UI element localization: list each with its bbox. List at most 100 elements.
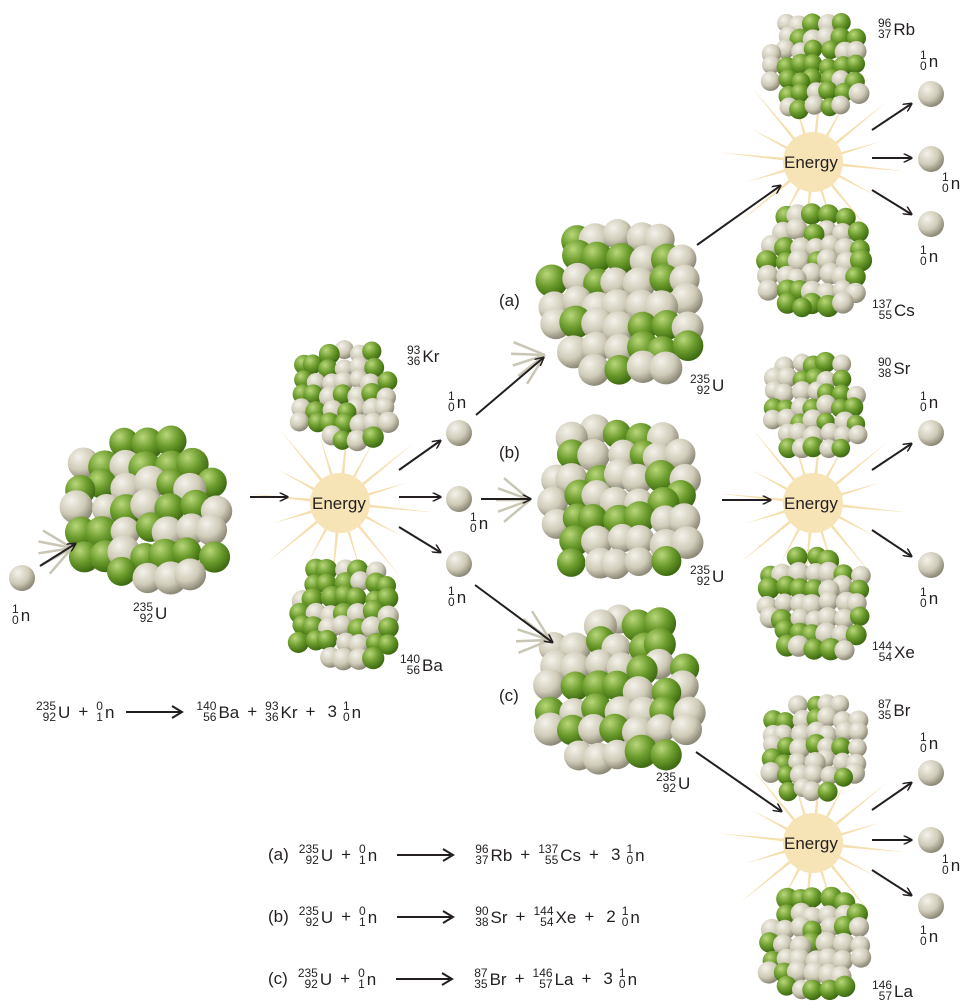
neutron-2 [446, 486, 472, 512]
nucleon [651, 546, 681, 576]
arrow-c-out-3 [872, 870, 911, 895]
nucleus-cs137 [756, 203, 872, 317]
nucleus-xe144 [756, 547, 870, 661]
nucleon [792, 298, 812, 318]
nucleon [850, 606, 869, 625]
impact-ray [504, 500, 530, 522]
nucleus-rb96 [761, 13, 870, 119]
arrow-b-out-1 [872, 444, 911, 470]
nuclide-label-u235-c: 23592U [656, 772, 690, 794]
nucleon [288, 632, 309, 653]
nucleon [834, 640, 854, 660]
neutron-out-1 [918, 81, 944, 107]
reaction-arrow [390, 972, 460, 986]
nuclide-label-br87: 8735Br [878, 699, 910, 721]
nucleon [849, 917, 869, 937]
nucleon [831, 439, 850, 458]
nucleon [761, 71, 781, 91]
nucleus-u235-initial [60, 426, 233, 595]
nucleon [851, 947, 872, 968]
impact-a [511, 342, 545, 384]
reaction-arrow [124, 705, 186, 719]
neutron-out-4 [918, 420, 944, 446]
nuclide-label-rb96: 9637Rb [878, 18, 915, 40]
arrow-a-out-3 [872, 190, 911, 214]
arrow-fission-n3 [399, 527, 440, 552]
equation-main: 23592U + 01n 14056Ba + 9336Kr + 3 10n [36, 701, 361, 723]
nucleus-kr93 [290, 340, 399, 451]
nucleon [818, 81, 837, 100]
energy-label-b: Energy [784, 494, 838, 514]
nuclide-label-xe144: 14454Xe [872, 641, 915, 663]
nucleus-u235-c [533, 605, 706, 775]
nuclide-label-neutron-c1: 10n [920, 732, 938, 754]
arrow-fission-n1 [399, 441, 440, 470]
nuclide-label-u235-a: 23592U [690, 374, 724, 396]
nuclide-label-neutron-b2: 10n [920, 587, 938, 609]
nucleon [834, 976, 855, 997]
nucleus-u235-b [537, 414, 703, 579]
nuclide-label-neutron-2: 10n [470, 512, 488, 534]
nuclide-label-neutron-c3: 10n [920, 925, 938, 947]
nucleon [848, 425, 867, 444]
neutron-out-7 [918, 827, 944, 853]
nucleon [649, 352, 682, 385]
nucleon [174, 558, 206, 590]
arrow-b-out-2 [872, 530, 911, 556]
equation-a: (a) 23592U + 01n 9637Rb + 13755Cs + 3 10… [268, 844, 645, 866]
reaction-arrow [391, 910, 461, 924]
nucleon [848, 722, 868, 742]
nucleon [624, 547, 653, 576]
nucleon [362, 647, 384, 669]
arrow-a-out-1 [872, 104, 911, 130]
equation-c: (c) 23592U + 01n 8735Br + 14657La + 3 10… [268, 968, 637, 990]
nuclide-label-neutron-initial: 10n [12, 604, 30, 626]
neutron-3 [446, 551, 472, 577]
nucleon [848, 221, 869, 242]
impact-ray [498, 500, 530, 512]
nuclide-label-neutron-a1: 10n [920, 50, 938, 72]
nucleus-ba140 [288, 559, 399, 671]
nucleon [818, 782, 838, 802]
nucleon [758, 280, 779, 301]
nuclide-label-neutron-1: 10n [448, 391, 466, 413]
nucleon [670, 714, 702, 746]
nucleon [290, 412, 309, 431]
branch-label-b: (b) [499, 443, 520, 463]
nucleon [834, 768, 853, 787]
energy-label-1: Energy [312, 494, 366, 514]
nuclide-label-neutron-b1: 10n [920, 391, 938, 413]
arrow-n3-to-c [475, 585, 552, 642]
impact-ray [504, 478, 530, 500]
nucleus-la146 [758, 887, 871, 1000]
neutron-out-3 [918, 211, 944, 237]
energy-label-c: Energy [784, 834, 838, 854]
branch-label-a: (a) [499, 291, 520, 311]
reaction-arrow [391, 848, 461, 862]
branch-label-c: (c) [499, 686, 519, 706]
impact-ray [516, 640, 550, 641]
neutron-initial [9, 565, 35, 591]
arrow-c-out-1 [872, 783, 911, 810]
nuclide-label-neutron-a3: 10n [920, 245, 938, 267]
energy-label-a: Energy [784, 153, 838, 173]
nucleon [847, 55, 866, 74]
nucleon [362, 342, 381, 361]
nucleon [557, 548, 586, 577]
neutron-out-6 [918, 760, 944, 786]
nucleus-sr90 [763, 352, 868, 458]
neutron-1 [446, 420, 472, 446]
nucleus-br87 [760, 694, 868, 801]
nucleon [533, 669, 565, 701]
nucleon [196, 514, 227, 545]
nucleon [849, 83, 870, 104]
